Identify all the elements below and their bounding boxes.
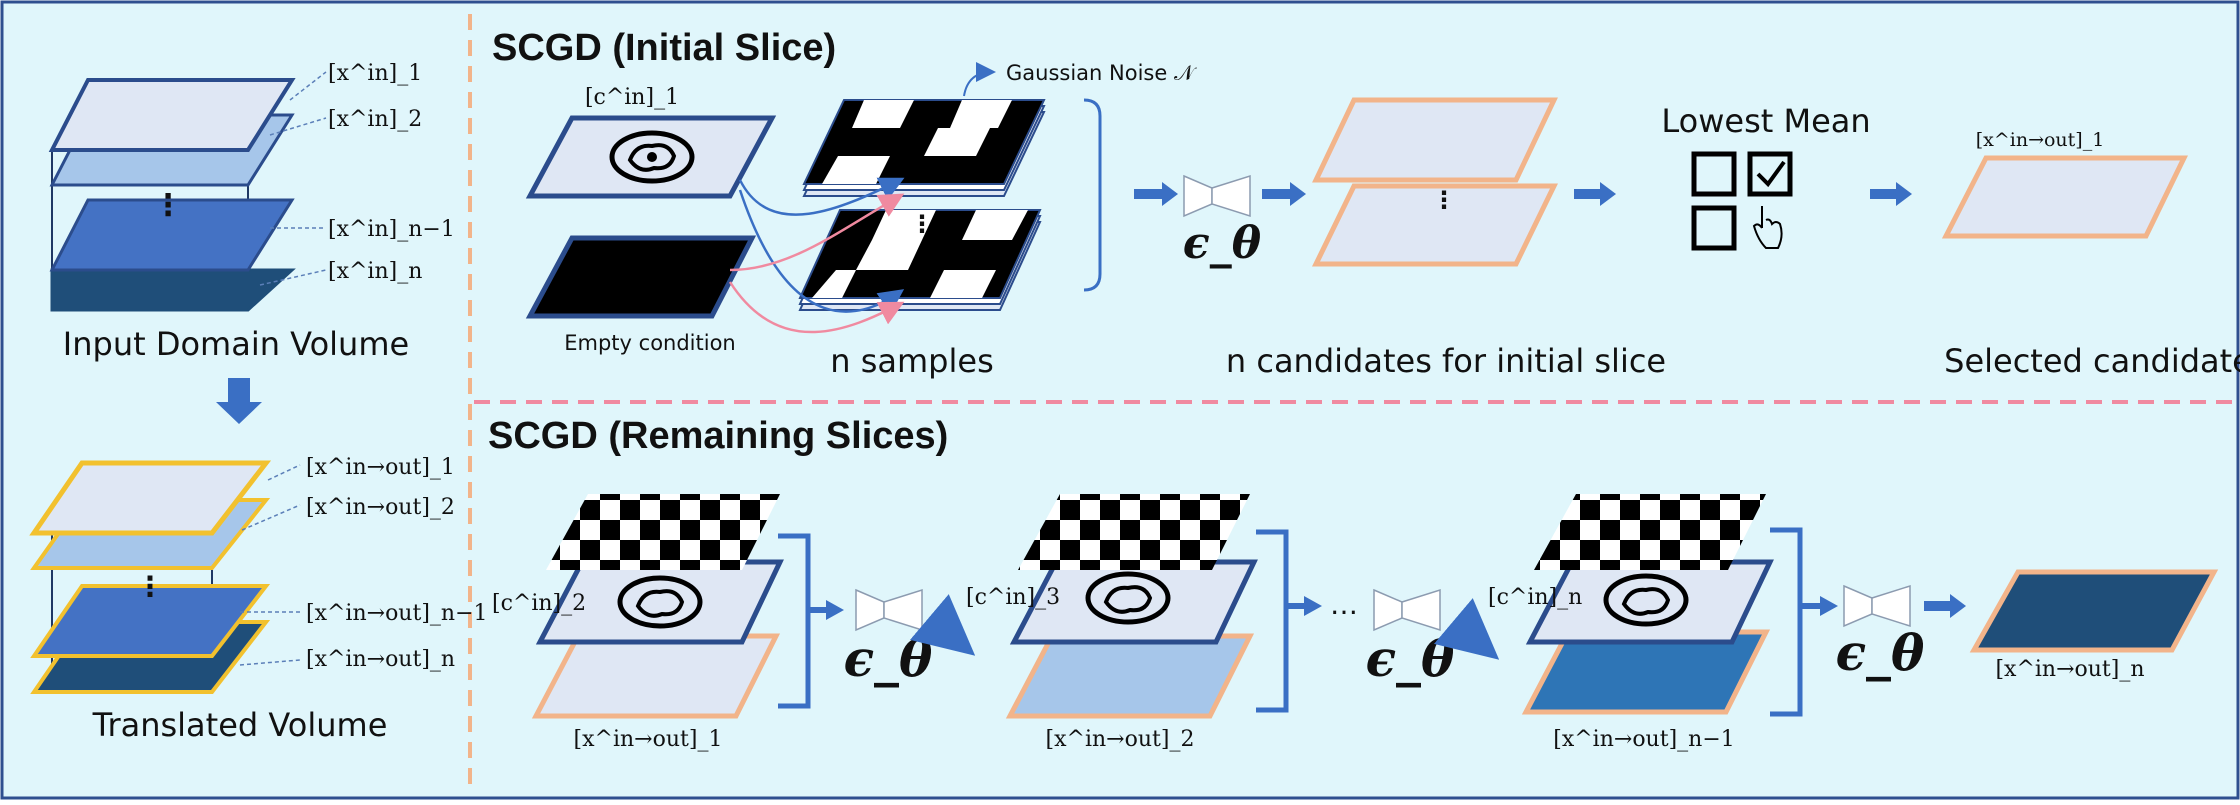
remaining-cond-label-2: [c^in]_2 [492, 591, 586, 616]
input-slice-n-1 [49, 198, 295, 272]
input-label-n-1: [x^in]_n−1 [328, 217, 455, 242]
arrow-to-final [1924, 594, 1966, 618]
final-slice-label: [x^in→out]_n [1995, 657, 2144, 682]
remaining-group-2 [1005, 494, 1258, 719]
ellipsis-label: … [1330, 588, 1358, 621]
output-label-2: [x^in→out]_2 [306, 495, 455, 520]
arrow-to-group-2 [909, 594, 976, 656]
bracket-2 [1256, 529, 1289, 713]
candidate-slice-2 [1312, 183, 1558, 267]
initial-title: SCGD (Initial Slice) [492, 27, 836, 69]
samples-bracket [1083, 98, 1102, 292]
input-slice-1 [48, 78, 296, 152]
translated-volume-caption: Translated Volume [92, 706, 388, 744]
candidate-slice-1 [1312, 97, 1558, 183]
out-slice-1 [29, 460, 272, 536]
noise-vertical-dots: ⋮ [910, 210, 934, 238]
input-vertical-dots: ⋮ [153, 188, 183, 223]
empty-condition-slice [525, 235, 757, 319]
checkbox-icons [1691, 151, 1793, 251]
gaussian-noise-label: Gaussian Noise 𝒩 [1006, 61, 1197, 85]
arrow-to-group-3 [1433, 598, 1500, 660]
remaining-cond-label-n: [c^in]_n [1488, 585, 1582, 610]
model-label-remaining-3: ϵ_θ [1836, 623, 1925, 682]
output-label-1: [x^in→out]_1 [306, 455, 455, 480]
empty-condition-label: Empty condition [564, 331, 736, 355]
pointer-hand-icon [1752, 206, 1783, 249]
arrow-to-selected [1870, 182, 1912, 206]
n-samples-label: n samples [830, 342, 993, 380]
model-icon-initial [1183, 174, 1251, 218]
model-icon-remaining-3 [1843, 584, 1911, 628]
remaining-prev-label-1: [x^in→out]_1 [574, 727, 723, 752]
model-label-initial: ϵ_θ [1183, 218, 1262, 269]
model-label-remaining-2: ϵ_θ [1366, 629, 1455, 688]
input-volume: ⋮ [48, 71, 327, 312]
remaining-group-3 [1521, 494, 1774, 715]
arrow-to-model-1 [1134, 182, 1178, 206]
remaining-group-1 [531, 494, 784, 719]
arrow-into-model-1 [808, 600, 844, 620]
input-label-n: [x^in]_n [328, 259, 422, 284]
final-slice [1969, 569, 2219, 653]
arrow-into-model-2 [1286, 596, 1322, 616]
selected-candidate-label: Selected candidate [1944, 342, 2240, 380]
cond-label-1: [c^in]_1 [585, 85, 679, 110]
brain-icon [609, 130, 695, 184]
arrow-into-model-3 [1800, 596, 1838, 616]
input-slice-n [50, 268, 296, 312]
down-arrow-icon [216, 378, 262, 424]
model-icon-remaining-2 [1373, 588, 1441, 632]
candidate-vertical-dots: ⋮ [1432, 186, 1456, 214]
noise-stack-1 [802, 99, 1046, 197]
translated-volume: ⋮ [29, 460, 301, 694]
bracket-3 [1770, 527, 1803, 717]
input-volume-caption: Input Domain Volume [63, 325, 409, 363]
bracket-1 [778, 533, 811, 709]
condition-arrows [728, 177, 905, 334]
out-slice-n-1 [30, 584, 271, 658]
remaining-cond-label-3: [c^in]_3 [966, 585, 1060, 610]
input-label-1: [x^in]_1 [328, 61, 422, 86]
remaining-prev-label-n-1: [x^in→out]_n−1 [1553, 727, 1735, 752]
output-vertical-dots: ⋮ [136, 570, 164, 603]
arrow-to-selection [1574, 182, 1616, 206]
candidates-label: n candidates for initial slice [1226, 342, 1666, 380]
input-label-2: [x^in]_2 [328, 107, 422, 132]
lowest-mean-label: Lowest Mean [1661, 102, 1870, 140]
remaining-prev-label-2: [x^in→out]_2 [1046, 727, 1195, 752]
arrow-from-model-1 [1262, 182, 1306, 206]
selected-slice [1941, 155, 2188, 239]
output-label-n: [x^in→out]_n [306, 647, 455, 672]
model-label-remaining-1: ϵ_θ [844, 629, 933, 688]
remaining-title: SCGD (Remaining Slices) [488, 415, 948, 457]
selected-slice-label: [x^in→out]_1 [1976, 129, 2105, 151]
noise-stack-2 [798, 209, 1042, 311]
output-label-n-1: [x^in→out]_n−1 [306, 601, 488, 626]
